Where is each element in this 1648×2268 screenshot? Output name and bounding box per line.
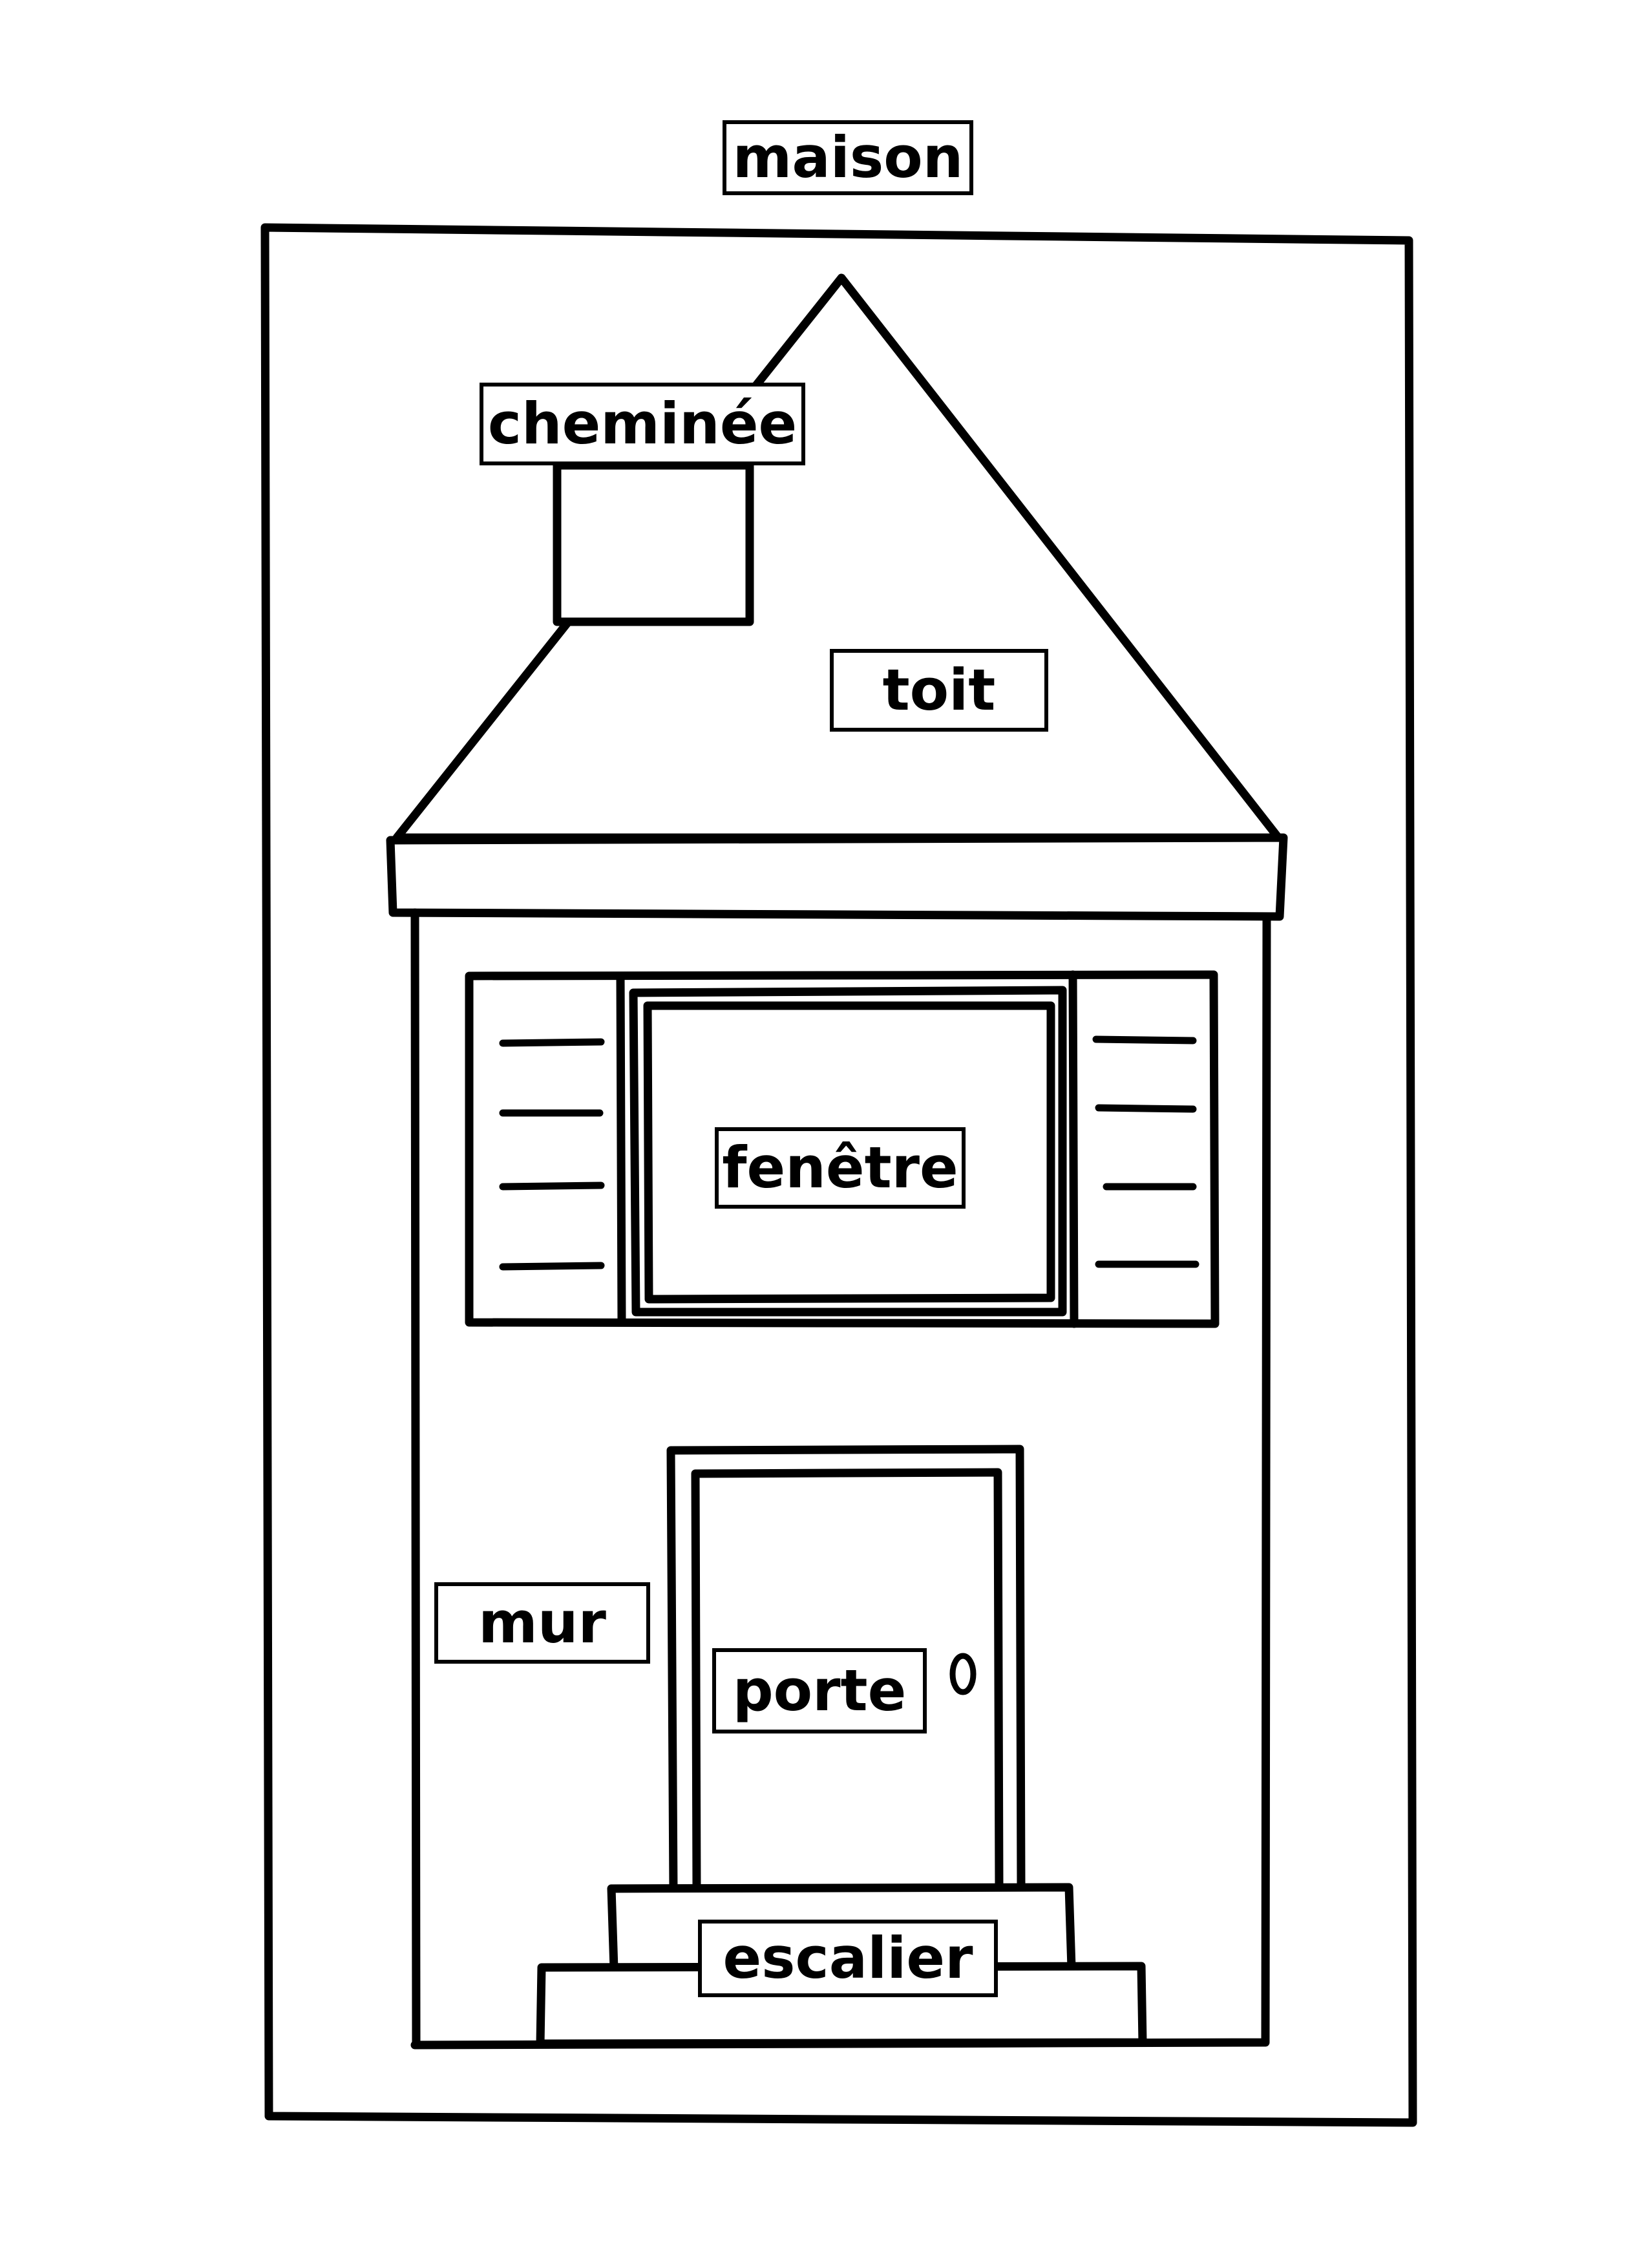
house-label: maison — [723, 120, 973, 195]
door-label: porte — [712, 1648, 927, 1733]
chimney-label: cheminée — [480, 383, 805, 465]
right-shutter-slats — [1092, 1035, 1199, 1268]
chimney — [553, 461, 754, 626]
house-wall — [410, 908, 1271, 2050]
roof — [392, 273, 1283, 842]
outer-frame — [260, 223, 1417, 2127]
window-label: fenêtre — [715, 1127, 966, 1209]
door-knob — [949, 1653, 977, 1695]
window-inner-pane — [643, 1001, 1055, 1304]
window-frame — [465, 970, 1220, 1328]
window-outer-pane — [629, 986, 1067, 1317]
left-shutter-edge — [616, 971, 626, 1327]
right-shutter-edge — [1068, 970, 1079, 1328]
stairs-label: escalier — [698, 1920, 998, 1997]
roof-label: toit — [830, 649, 1048, 732]
left-shutter-slats — [499, 1038, 605, 1271]
roof-eaves — [386, 833, 1288, 921]
wall-label: mur — [434, 1582, 650, 1664]
